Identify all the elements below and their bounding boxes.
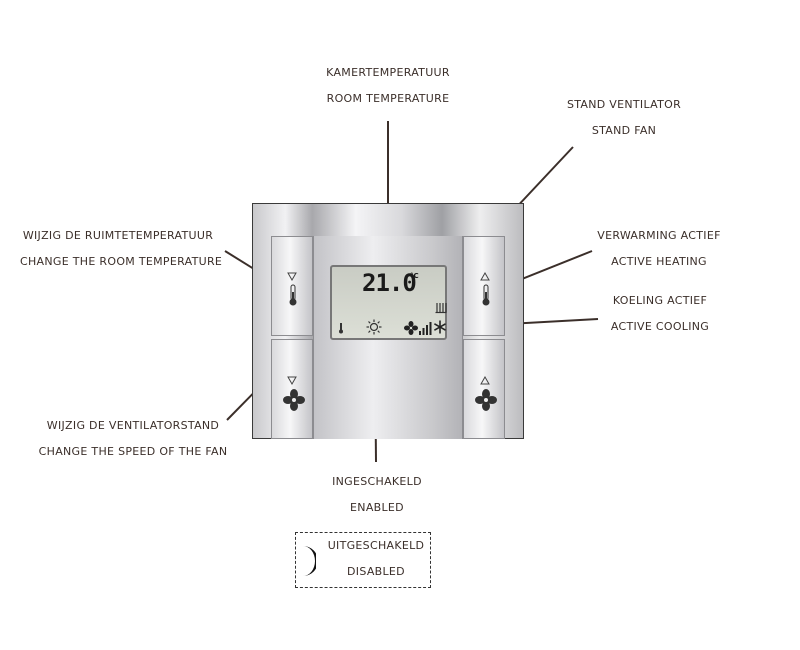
disabled-legend-box xyxy=(295,532,431,588)
temp-down-button[interactable] xyxy=(271,236,313,336)
snowflake-icon xyxy=(434,320,446,334)
fan-icon xyxy=(404,321,418,335)
fan-up-button[interactable] xyxy=(463,339,505,439)
thermometer-icon xyxy=(482,284,490,306)
fan-down-button[interactable] xyxy=(271,339,313,439)
heating-icon xyxy=(435,303,447,314)
moon-icon xyxy=(303,546,316,576)
arrow-up-icon xyxy=(480,272,490,281)
arrow-down-icon xyxy=(287,272,297,281)
thermometer-icon xyxy=(339,323,343,334)
fan-icon xyxy=(283,389,305,411)
temperature-unit: °C xyxy=(410,272,419,280)
sun-icon xyxy=(366,319,382,335)
fan-icon xyxy=(475,389,497,411)
arrow-down-icon xyxy=(287,376,297,385)
room-temperature-value: 21.0 xyxy=(362,269,417,297)
thermometer-icon xyxy=(289,284,297,306)
arrow-up-icon xyxy=(480,376,490,385)
fan-speed-bars-icon xyxy=(419,322,432,335)
